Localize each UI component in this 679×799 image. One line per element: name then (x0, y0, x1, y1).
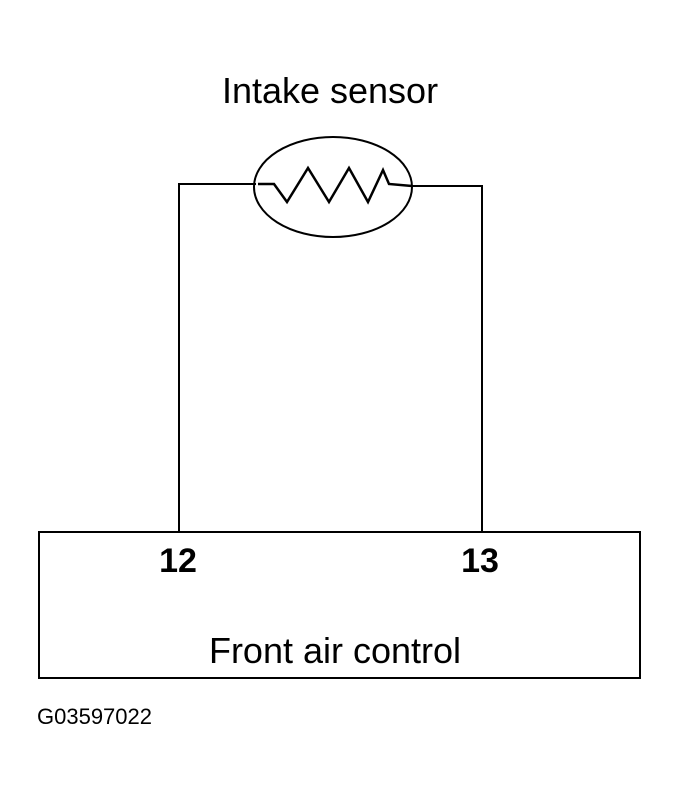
resistor-icon (258, 165, 413, 205)
control-module-box (38, 531, 641, 679)
figure-id: G03597022 (37, 704, 152, 729)
sensor-label: Intake sensor (222, 70, 438, 111)
wire-pin-13 (410, 185, 483, 532)
module-label: Front air control (209, 630, 461, 671)
wire-pin-12 (178, 183, 256, 532)
pin-13-label: 13 (461, 542, 499, 580)
pin-12-label: 12 (159, 542, 197, 580)
